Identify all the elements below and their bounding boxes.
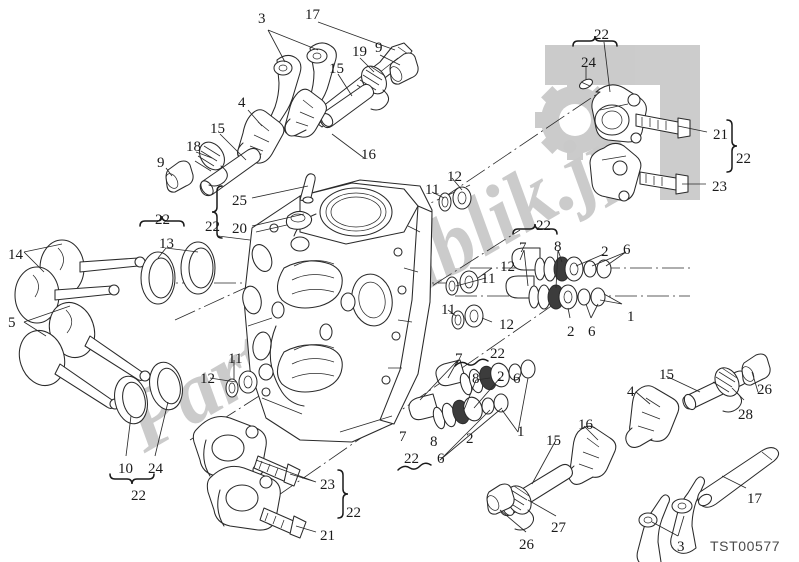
callout-number-26: 26 [757,382,772,398]
callout-number-11: 11 [425,182,440,198]
callout-number-6: 6 [513,371,521,387]
callout-number-21: 21 [320,528,335,544]
part-13-shim-rings [140,241,216,305]
callout-number-16: 16 [361,147,376,163]
diagram-id-code: TST00577 [710,538,781,554]
callout-number-12: 12 [499,317,514,333]
part-21-bolt-lower [259,507,307,539]
tappet-stack-lower-centre-b [408,393,509,430]
callout-number-11: 11 [441,302,456,318]
part-14-intake-valves [14,239,146,324]
tappet-stack-lower-right [505,275,606,310]
callout-number-10: 10 [118,461,133,477]
callout-number-12: 12 [200,371,215,387]
callout-number-7: 7 [455,351,463,367]
callout-number-4: 4 [627,384,635,400]
collet-set-mid [445,270,479,296]
callout-number-22: 22 [131,488,146,504]
callout-number-12: 12 [500,259,515,275]
callout-number-17: 17 [305,7,320,23]
callout-number-15: 15 [659,367,674,383]
callout-number-5: 5 [8,315,16,331]
callout-number-22: 22 [536,218,551,234]
callout-number-11: 11 [481,271,496,287]
bearing-cap-upper-right [579,78,691,202]
callout-number-12: 12 [447,169,462,185]
callout-number-17: 17 [747,491,762,507]
tappet-stack-lower-centre-a [435,359,536,396]
callout-number-14: 14 [8,247,23,263]
callout-number-2: 2 [466,431,474,447]
callout-number-3: 3 [258,11,266,27]
tappet-stack-upper-right [511,247,612,282]
collet-set-upper [438,186,472,212]
part-21-bolt-upper [635,113,691,139]
callout-number-1: 1 [517,424,525,440]
callout-number-24: 24 [581,55,596,71]
callout-number-8: 8 [554,239,562,255]
callout-number-6: 6 [588,324,596,340]
callout-number-22: 22 [155,212,170,228]
callout-number-27: 27 [551,520,566,536]
part-4-fork-lower-right [625,385,680,448]
collet-set-lower [451,304,484,330]
callout-number-2: 2 [601,244,609,260]
callout-number-15: 15 [329,61,344,77]
collet-set-left [225,363,274,398]
callout-number-6: 6 [623,242,631,258]
callout-number-1: 1 [627,309,635,325]
callout-number-9: 9 [375,40,383,56]
callout-number-2: 2 [497,369,505,385]
part-9-bush-lower [165,160,194,193]
part-26-bush-bottom [486,483,515,515]
callout-number-9: 9 [157,155,165,171]
bearing-caps-lower-left [192,415,307,539]
callout-number-20: 20 [232,221,247,237]
callout-number-16: 16 [578,417,593,433]
callout-number-21: 21 [713,127,728,143]
callout-number-22: 22 [594,27,609,43]
part-24-dowel [579,78,593,90]
callout-number-22: 22 [490,346,505,362]
part-17-shift-rod-bottom [697,447,780,508]
callout-number-15: 15 [546,433,561,449]
group-brackets [109,35,738,519]
cylinder-head-casting [242,173,433,443]
part-16-fork-upper [284,88,327,138]
callout-number-11: 11 [228,351,243,367]
callout-number-24: 24 [148,461,163,477]
callout-number-28: 28 [738,407,753,423]
callout-number-23: 23 [712,179,727,195]
callout-number-2: 2 [567,324,575,340]
part-26-bush-right [741,353,771,386]
callout-number-8: 8 [472,371,480,387]
callout-number-22: 22 [346,505,361,521]
callout-number-15: 15 [210,121,225,137]
callout-number-26: 26 [519,537,534,553]
callout-number-6: 6 [437,451,445,467]
part-18-spring-lower [194,141,228,187]
callout-number-8: 8 [430,434,438,450]
callout-number-13: 13 [159,236,174,252]
callout-number-18: 18 [186,139,201,155]
callout-number-7: 7 [519,240,527,256]
part-16-fork-bottom [568,425,617,485]
callout-number-19: 19 [352,44,367,60]
callout-number-22: 22 [404,451,419,467]
part-9-bush-upper [389,52,419,85]
callout-number-22: 22 [205,219,220,235]
callout-number-25: 25 [232,193,247,209]
part-10-24-shim-rings [114,361,183,425]
callout-number-7: 7 [399,429,407,445]
part-23-bolt-upper [639,171,689,195]
part-5-exhaust-valves [18,301,151,410]
callout-number-22: 22 [736,151,751,167]
callout-number-23: 23 [320,477,335,493]
callout-number-3: 3 [677,539,685,555]
part-3-shift-forks-bottom [636,476,706,562]
callout-number-4: 4 [238,95,246,111]
